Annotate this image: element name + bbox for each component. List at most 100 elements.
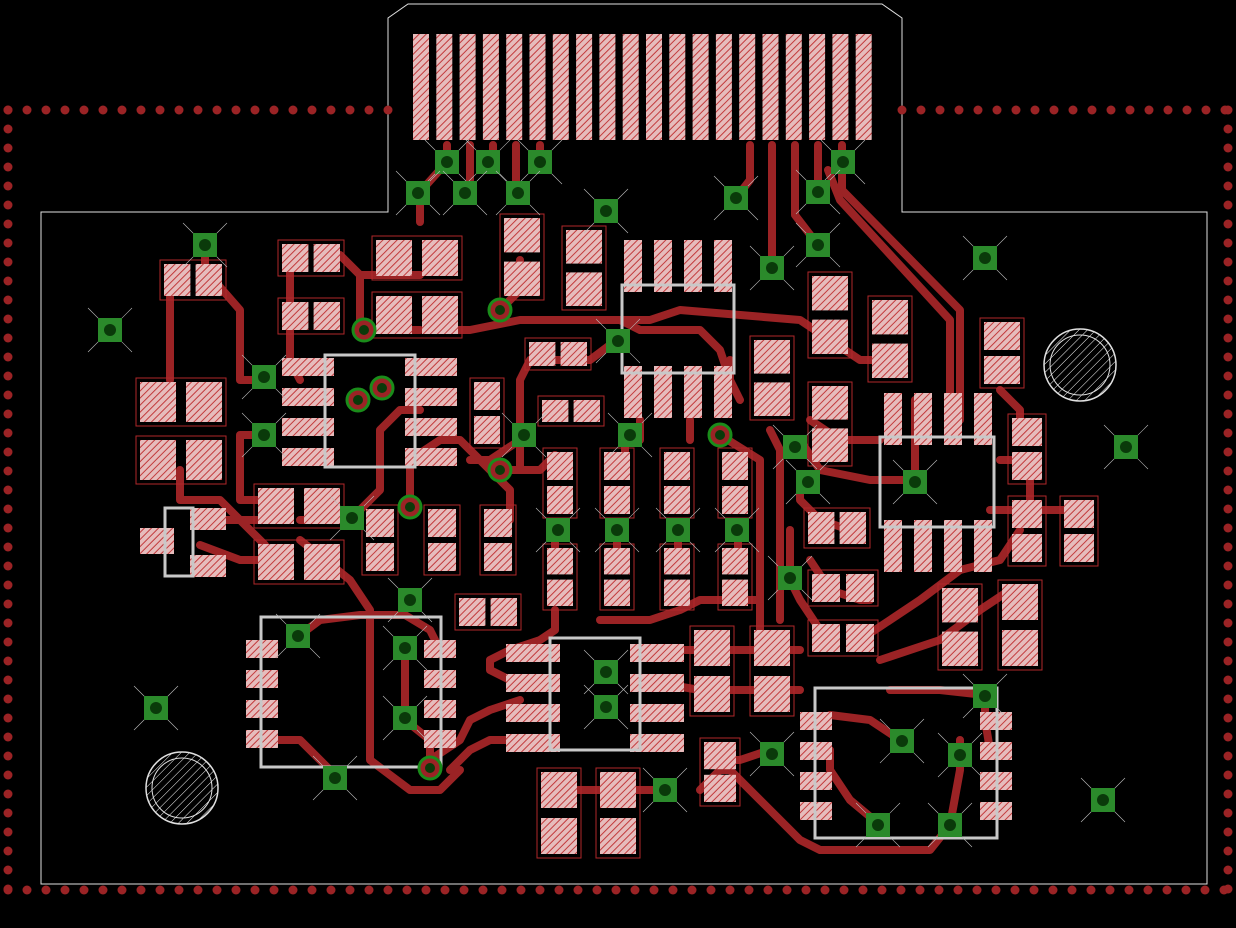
via-icon [820, 139, 866, 185]
pad-courtyard [803, 507, 871, 549]
stitch-dot [1223, 580, 1233, 590]
pad-courtyard [807, 619, 879, 657]
stitch-dot [3, 808, 13, 818]
pad [504, 218, 540, 253]
stitch-dot [3, 219, 13, 229]
stitch-dot [877, 885, 887, 895]
stitch-dot [98, 885, 108, 895]
stitch-dot [1223, 846, 1233, 856]
stitch-dot [858, 885, 868, 895]
via-icon [1103, 424, 1149, 470]
pad [714, 240, 732, 292]
pad [684, 366, 702, 418]
pad [258, 488, 294, 524]
pad-courtyard [277, 297, 345, 335]
pad [436, 34, 453, 140]
via-icon [962, 235, 1008, 281]
stitch-dot [1223, 637, 1233, 647]
stitch-dot [992, 105, 1002, 115]
pad [1012, 534, 1042, 562]
via-icon [275, 613, 321, 659]
stitch-dot [1223, 865, 1233, 875]
pad-courtyard [699, 737, 741, 807]
stitch-dot [3, 580, 13, 590]
via-icon [241, 412, 287, 458]
via-icon [892, 459, 938, 505]
pad [704, 742, 736, 770]
pad-courtyard [807, 569, 879, 607]
stitch-dot [1223, 751, 1233, 761]
pad [258, 544, 294, 580]
via-icon [594, 507, 640, 553]
stitch-dot [535, 885, 545, 895]
via-icon [382, 625, 428, 671]
stitch-dot [345, 105, 355, 115]
stitch-dot [1223, 200, 1233, 210]
pad [576, 34, 593, 140]
stitch-dot [117, 105, 127, 115]
pad-courtyard [997, 579, 1043, 671]
stitch-dot [3, 846, 13, 856]
via-icon [465, 139, 511, 185]
stitch-dot [1223, 276, 1233, 286]
via-icon [442, 170, 488, 216]
pad [282, 418, 334, 436]
pad [195, 264, 222, 296]
stitch-dot [3, 409, 13, 419]
pad [808, 512, 835, 544]
pad [722, 486, 748, 514]
pad [140, 528, 174, 554]
stitch-dot [1223, 371, 1233, 381]
pad [1012, 452, 1042, 480]
stitch-dot [3, 390, 13, 400]
via-icon [749, 731, 795, 777]
stitch-dot [915, 885, 925, 895]
pad [722, 579, 748, 606]
pad [428, 509, 456, 537]
stitch-dot [3, 599, 13, 609]
stitch-dot [744, 885, 754, 895]
pad [484, 509, 512, 537]
stitch-dot [22, 885, 32, 895]
pad [547, 579, 573, 606]
pad [405, 418, 457, 436]
pad [839, 512, 866, 544]
stitch-dot [1223, 732, 1233, 742]
pad-courtyard [361, 504, 399, 576]
via-icon [351, 317, 377, 343]
stitch-dot [478, 885, 488, 895]
stitch-dot [3, 561, 13, 571]
stitch-dot [79, 105, 89, 115]
hatched-circle-icon [1043, 328, 1117, 402]
stitch-dot [801, 885, 811, 895]
pad [506, 734, 560, 752]
stitch-dot [41, 885, 51, 895]
via-icon [495, 170, 541, 216]
via-icon [329, 495, 375, 541]
pad [974, 520, 992, 572]
via-icon [387, 577, 433, 623]
pad [630, 704, 684, 722]
pad [428, 543, 456, 571]
stitch-dot [98, 105, 108, 115]
pad [914, 393, 932, 445]
via-icon [535, 507, 581, 553]
pad [812, 276, 848, 311]
stitch-dot [212, 105, 222, 115]
stitch-dot [611, 885, 621, 895]
pad [944, 520, 962, 572]
pad [566, 230, 602, 264]
pad [884, 393, 902, 445]
stitch-dot [1048, 885, 1058, 895]
pad [560, 342, 587, 366]
pad-courtyard [807, 271, 853, 359]
stitch-dot [3, 314, 13, 324]
pad-courtyard [659, 543, 695, 611]
stitch-dot [1124, 885, 1134, 895]
stitch-dot [60, 885, 70, 895]
stitch-dot [269, 885, 279, 895]
pad [846, 574, 874, 602]
pad [282, 244, 309, 272]
stitch-dot [288, 105, 298, 115]
pad-courtyard [479, 504, 517, 576]
